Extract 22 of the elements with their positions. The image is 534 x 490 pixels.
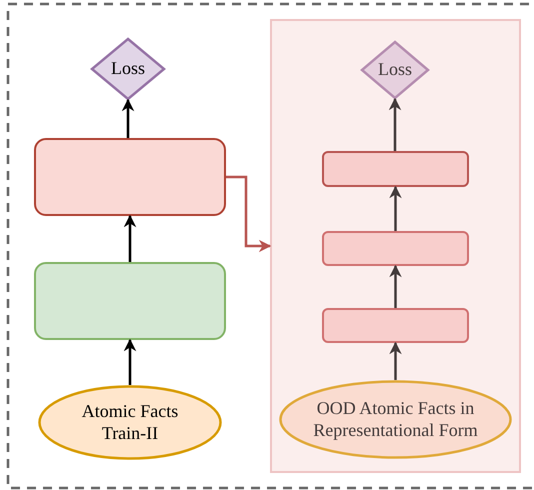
loss-diamond xyxy=(361,41,429,99)
input-ellipse xyxy=(38,385,222,460)
process-box xyxy=(322,231,469,266)
arrow xyxy=(226,176,272,252)
arrow xyxy=(122,98,134,138)
loss-diamond xyxy=(91,38,165,100)
input-label: Atomic Facts Train-II xyxy=(80,400,180,444)
loss-label: Loss xyxy=(110,58,146,80)
process-box xyxy=(322,151,469,187)
arrow xyxy=(389,264,402,308)
process-box xyxy=(34,262,226,340)
arrow xyxy=(389,342,402,380)
process-box xyxy=(34,138,226,216)
input-label: OOD Atomic Facts in Representational Form xyxy=(312,398,479,442)
arrow xyxy=(388,98,402,151)
loss-label: Loss xyxy=(376,59,413,81)
arrow xyxy=(124,338,136,385)
arrow xyxy=(389,186,402,231)
panel-background xyxy=(270,19,521,473)
arrow xyxy=(124,214,136,262)
process-box xyxy=(322,308,469,343)
input-ellipse xyxy=(279,380,512,459)
